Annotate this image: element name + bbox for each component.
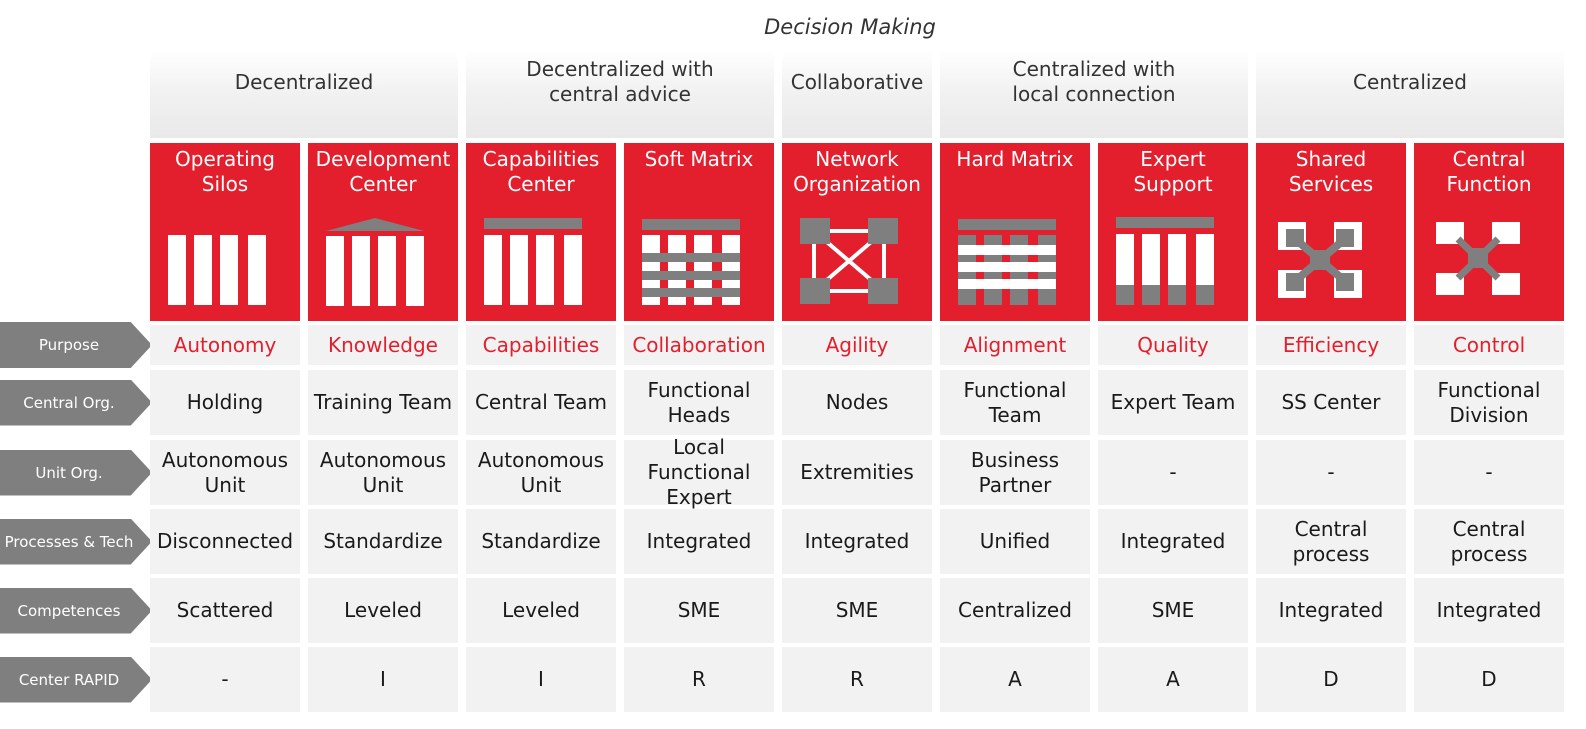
- row-label: Purpose: [0, 322, 152, 368]
- table-cell: Integrated: [782, 509, 932, 574]
- table-cell: Standardize: [308, 509, 458, 574]
- table-cell: D: [1414, 647, 1564, 712]
- table-cell: -: [1098, 440, 1248, 505]
- table-cell: Holding: [150, 370, 300, 435]
- decision-making-title: Decision Making: [764, 15, 936, 39]
- model-card: Central Function: [1414, 143, 1564, 321]
- model-name: Central Function: [1446, 147, 1532, 196]
- table-cell: SME: [782, 578, 932, 643]
- purpose-cell: Agility: [782, 325, 932, 365]
- model-name: Shared Services: [1288, 147, 1374, 196]
- table-cell: SS Center: [1256, 370, 1406, 435]
- table-cell: Business Partner: [940, 440, 1090, 505]
- model-name: Soft Matrix: [644, 147, 754, 171]
- expert-support-icon: [1116, 215, 1216, 311]
- capabilities-center-icon: [484, 215, 584, 311]
- model-card: Shared Services: [1256, 143, 1406, 321]
- table-cell: Leveled: [308, 578, 458, 643]
- table-cell: Centralized: [940, 578, 1090, 643]
- group-header: Centralized: [1256, 50, 1564, 138]
- soft-matrix-icon: [642, 215, 742, 311]
- row-label: Center RAPID: [0, 656, 152, 703]
- model-name: Hard Matrix: [956, 147, 1074, 171]
- table-cell: Local Functional Expert: [624, 435, 774, 509]
- table-cell: D: [1256, 647, 1406, 712]
- table-cell: I: [466, 647, 616, 712]
- table-cell: Leveled: [466, 578, 616, 643]
- model-name: Network Organization: [793, 147, 921, 196]
- model-card: Soft Matrix: [624, 143, 774, 321]
- group-header: Centralized with local connection: [940, 50, 1248, 138]
- table-cell: Unified: [940, 509, 1090, 574]
- table-cell: Expert Team: [1098, 370, 1248, 435]
- shared-services-icon: [1274, 215, 1374, 311]
- model-name: Operating Silos: [175, 147, 275, 196]
- model-card: Capabilities Center: [466, 143, 616, 321]
- purpose-cell: Knowledge: [308, 325, 458, 365]
- table-cell: Standardize: [466, 509, 616, 574]
- row-label: Central Org.: [0, 379, 152, 426]
- purpose-cell: Quality: [1098, 325, 1248, 365]
- table-cell: SME: [1098, 578, 1248, 643]
- group-header: Collaborative: [782, 50, 932, 138]
- model-name: Capabilities Center: [482, 147, 600, 196]
- table-cell: Central Team: [466, 370, 616, 435]
- row-label: Processes & Tech: [0, 518, 152, 565]
- table-cell: -: [1256, 440, 1406, 505]
- purpose-cell: Collaboration: [624, 325, 774, 365]
- table-cell: A: [1098, 647, 1248, 712]
- table-cell: Functional Division: [1414, 370, 1564, 435]
- row-label: Unit Org.: [0, 449, 152, 496]
- network-organization-icon: [800, 215, 900, 311]
- group-header: Decentralized with central advice: [466, 50, 774, 138]
- model-card: Network Organization: [782, 143, 932, 321]
- table-cell: R: [624, 647, 774, 712]
- purpose-cell: Alignment: [940, 325, 1090, 365]
- table-cell: Functional Heads: [624, 370, 774, 435]
- table-cell: Extremities: [782, 440, 932, 505]
- table-cell: SME: [624, 578, 774, 643]
- table-cell: Training Team: [308, 370, 458, 435]
- table-cell: Scattered: [150, 578, 300, 643]
- table-cell: Central process: [1256, 509, 1406, 574]
- table-cell: Autonomous Unit: [466, 440, 616, 505]
- table-cell: Integrated: [1098, 509, 1248, 574]
- row-label: Competences: [0, 587, 152, 634]
- group-header: Decentralized: [150, 50, 458, 138]
- model-card: Development Center: [308, 143, 458, 321]
- purpose-cell: Efficiency: [1256, 325, 1406, 365]
- purpose-cell: Capabilities: [466, 325, 616, 365]
- table-cell: Functional Team: [940, 370, 1090, 435]
- model-card: Operating Silos: [150, 143, 300, 321]
- table-cell: R: [782, 647, 932, 712]
- purpose-cell: Control: [1414, 325, 1564, 365]
- central-function-icon: [1432, 215, 1532, 311]
- table-cell: I: [308, 647, 458, 712]
- operating-silos-icon: [168, 215, 268, 311]
- model-name: Development Center: [315, 147, 451, 196]
- table-cell: Nodes: [782, 370, 932, 435]
- model-card: Hard Matrix: [940, 143, 1090, 321]
- table-cell: Integrated: [624, 509, 774, 574]
- table-cell: -: [1414, 440, 1564, 505]
- table-cell: -: [150, 647, 300, 712]
- model-card: Expert Support: [1098, 143, 1248, 321]
- model-name: Expert Support: [1133, 147, 1213, 196]
- hard-matrix-icon: [958, 215, 1058, 311]
- table-cell: Disconnected: [150, 509, 300, 574]
- table-cell: Autonomous Unit: [150, 440, 300, 505]
- table-cell: A: [940, 647, 1090, 712]
- table-cell: Central process: [1414, 509, 1564, 574]
- development-center-icon: [326, 215, 426, 311]
- table-cell: Integrated: [1256, 578, 1406, 643]
- table-cell: Integrated: [1414, 578, 1564, 643]
- purpose-cell: Autonomy: [150, 325, 300, 365]
- table-cell: Autonomous Unit: [308, 440, 458, 505]
